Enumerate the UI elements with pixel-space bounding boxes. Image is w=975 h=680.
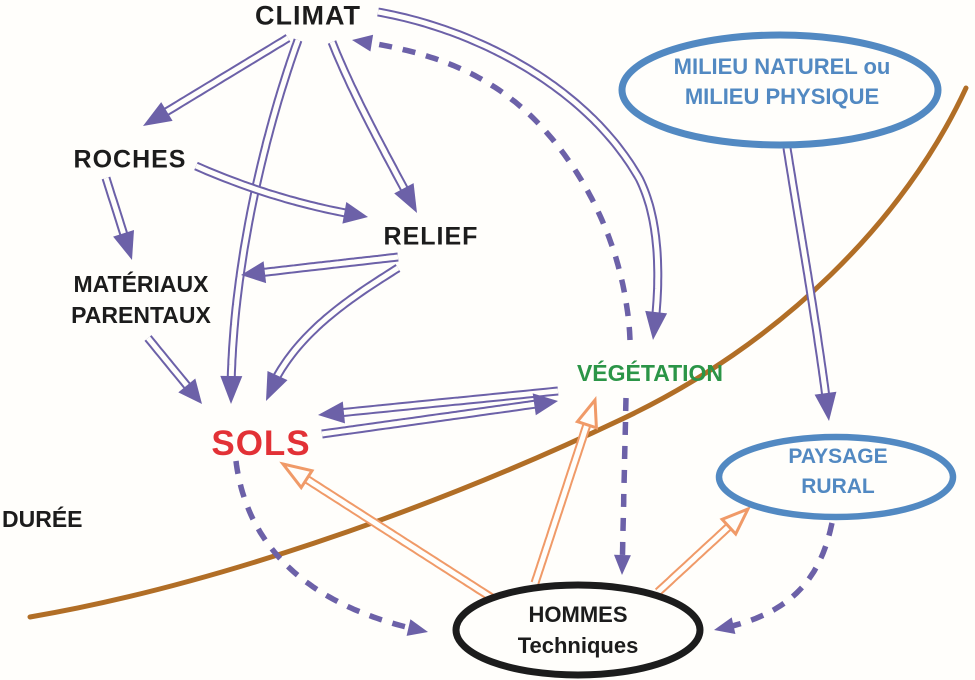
arrow-sols-hommes [233,460,428,636]
arrow-materiaux-sols [144,335,202,404]
paysage-rural-ellipse [715,433,957,521]
arrow-paysage-hommes [714,522,835,634]
arrow-hommes-vegetation [530,396,599,585]
milieu-naturel-ellipse [618,31,942,149]
arrow-climat-roches [143,34,291,126]
arrow-relief-materiaux [241,252,399,284]
node-paysage-line1: PAYSAGE [788,445,888,468]
node-hommes-techniques: HOMMES Techniques [518,599,639,661]
arrow-climat-relief [327,40,417,213]
hommes-ellipse [452,581,704,679]
node-milieu-line1: MILIEU NATUREL ou [673,54,891,79]
node-relief: RELIEF [383,222,479,251]
arrow-roches-relief [194,161,368,224]
arrow-hommes-sols [279,461,495,602]
arrow-vegetation-hommes [614,397,631,575]
node-materiaux-line1: MATÉRIAUX [73,271,209,297]
node-milieu-naturel: MILIEU NATUREL ou MILIEU PHYSIQUE [674,52,891,112]
node-duree: DURÉE [2,505,83,532]
arrow-sols-vegetation [321,393,558,439]
arrow-hommes-paysage [654,506,752,596]
arrow-hommes-climat [352,34,633,341]
node-climat: CLIMAT [255,0,361,31]
arrow-relief-sols [266,264,401,401]
arrow-roches-materiaux [101,176,134,260]
node-hommes-line1: HOMMES [528,602,628,627]
arrow-climat-vegetation [377,7,668,340]
node-hommes-line2: Techniques [517,633,639,658]
arrow-vegetation-sols [318,386,559,424]
node-milieu-line2: MILIEU PHYSIQUE [684,84,880,109]
arrow-climat-sols [220,38,303,404]
arrow-milieu-paysage [782,147,837,421]
node-paysage-line2: RURAL [801,475,875,498]
node-vegetation: VÉGÉTATION [576,359,724,386]
node-materiaux-line2: PARENTAUX [71,302,211,328]
node-roches: ROCHES [73,145,187,174]
node-materiaux-parentaux: MATÉRIAUX PARENTAUX [71,269,211,331]
node-paysage-rural: PAYSAGE RURAL [788,442,887,502]
duree-curve [27,85,969,620]
node-sols: SOLS [211,423,311,463]
